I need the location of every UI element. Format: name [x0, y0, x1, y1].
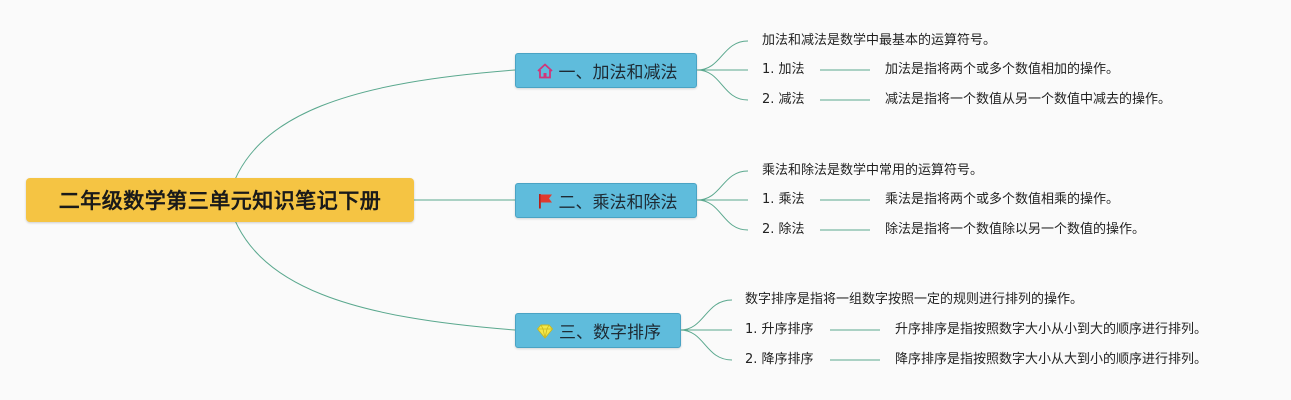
- red-flag-icon: [535, 191, 555, 211]
- branch-2-item-2-desc: 除法是指将一个数值除以另一个数值的操作。: [885, 222, 1146, 237]
- connector-b3-item2: [679, 329, 733, 361]
- branch-3-item-1-label[interactable]: 1. 升序排序: [745, 322, 814, 337]
- connector-root-branch-1: [227, 69, 516, 201]
- root-topic[interactable]: 二年级数学第三单元知识笔记下册: [26, 178, 414, 222]
- branch-topic-number-sorting[interactable]: 三、数字排序: [515, 313, 681, 348]
- connector-b2-item2: [696, 199, 749, 231]
- branch-topic-multiplication-division[interactable]: 二、乘法和除法: [515, 183, 697, 218]
- connector-b1-intro: [696, 40, 749, 71]
- branch-title: 三、数字排序: [559, 323, 661, 343]
- connector-b1-item2: [696, 69, 749, 101]
- branch-3-item-2-label[interactable]: 2. 降序排序: [745, 352, 814, 367]
- branch-3-item-2-desc: 降序排序是指按照数字大小从大到小的顺序进行排列。: [895, 352, 1208, 367]
- branch-2-item-1-label[interactable]: 1. 乘法: [762, 192, 805, 207]
- branch-2-intro: 乘法和除法是数学中常用的运算符号。: [762, 163, 984, 178]
- connector-b2-intro: [696, 170, 749, 201]
- branch-title: 二、乘法和除法: [558, 193, 678, 213]
- branch-1-item-1-label[interactable]: 1. 加法: [762, 62, 805, 77]
- branch-3-intro: 数字排序是指将一组数字按照一定的规则进行排列的操作。: [745, 292, 1084, 307]
- branch-1-item-2-desc: 减法是指将一个数值从另一个数值中减去的操作。: [885, 92, 1172, 107]
- branch-1-item-1-desc: 加法是指将两个或多个数值相加的操作。: [885, 62, 1120, 77]
- root-title: 二年级数学第三单元知识笔记下册: [58, 189, 382, 213]
- diamond-icon: [535, 321, 555, 341]
- branch-title: 一、加法和减法: [558, 63, 678, 83]
- branch-2-item-1-desc: 乘法是指将两个或多个数值相乘的操作。: [885, 192, 1120, 207]
- branch-topic-addition-subtraction[interactable]: 一、加法和减法: [515, 53, 697, 88]
- connector-root-branch-3: [227, 199, 516, 331]
- branch-2-item-2-label[interactable]: 2. 除法: [762, 222, 805, 237]
- branch-1-intro: 加法和减法是数学中最基本的运算符号。: [762, 33, 997, 48]
- branch-3-item-1-desc: 升序排序是指按照数字大小从小到大的顺序进行排列。: [895, 322, 1208, 337]
- house-icon: [535, 61, 555, 81]
- branch-1-item-2-label[interactable]: 2. 减法: [762, 92, 805, 107]
- connector-b3-intro: [679, 299, 733, 331]
